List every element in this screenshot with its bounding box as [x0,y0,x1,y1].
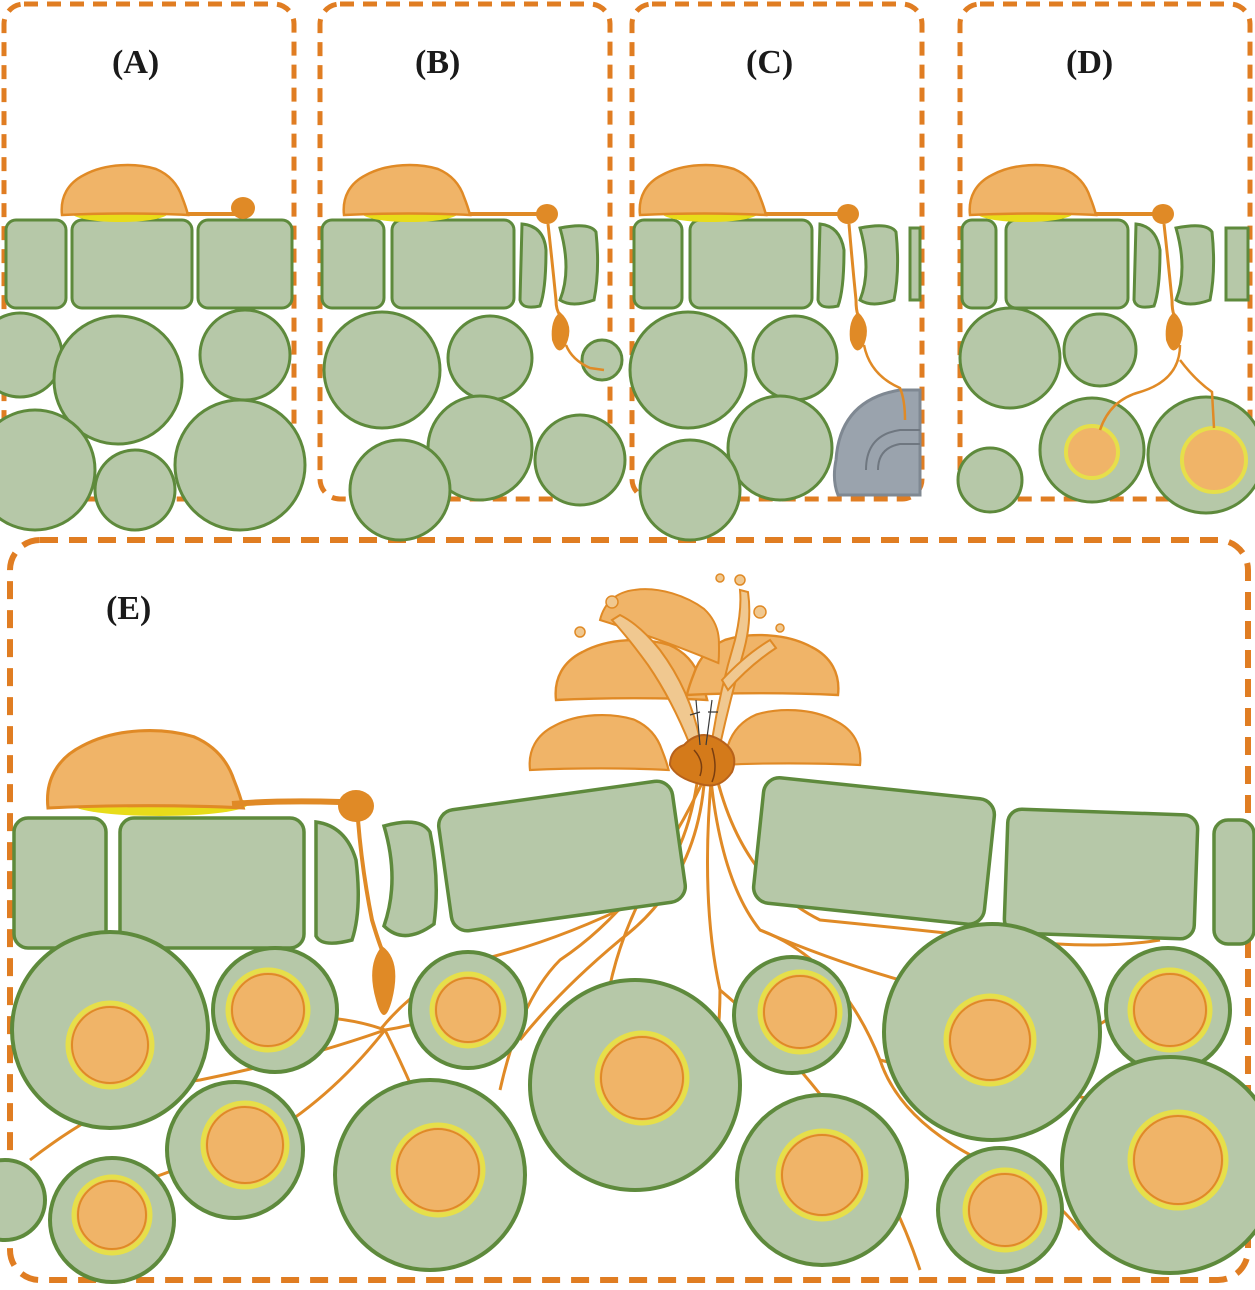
panel-label-c: (C) [746,44,794,81]
panel-label-e: (E) [106,590,152,627]
panel-frame-d [957,1,1253,502]
panel-e-content [0,571,1255,1284]
panel-frame-e [7,537,1251,1283]
panel-b-content [320,163,627,542]
panel-frame-a [1,1,297,502]
panel-frame-b [317,1,613,502]
panel-c-content [628,163,922,542]
panel-label-b: (B) [415,44,461,81]
panel-d-content [956,163,1255,515]
panel-frame-c [629,1,925,502]
panel-label-a: (A) [112,44,160,81]
panel-a-content [0,163,307,532]
panel-label-d: (D) [1066,44,1114,81]
